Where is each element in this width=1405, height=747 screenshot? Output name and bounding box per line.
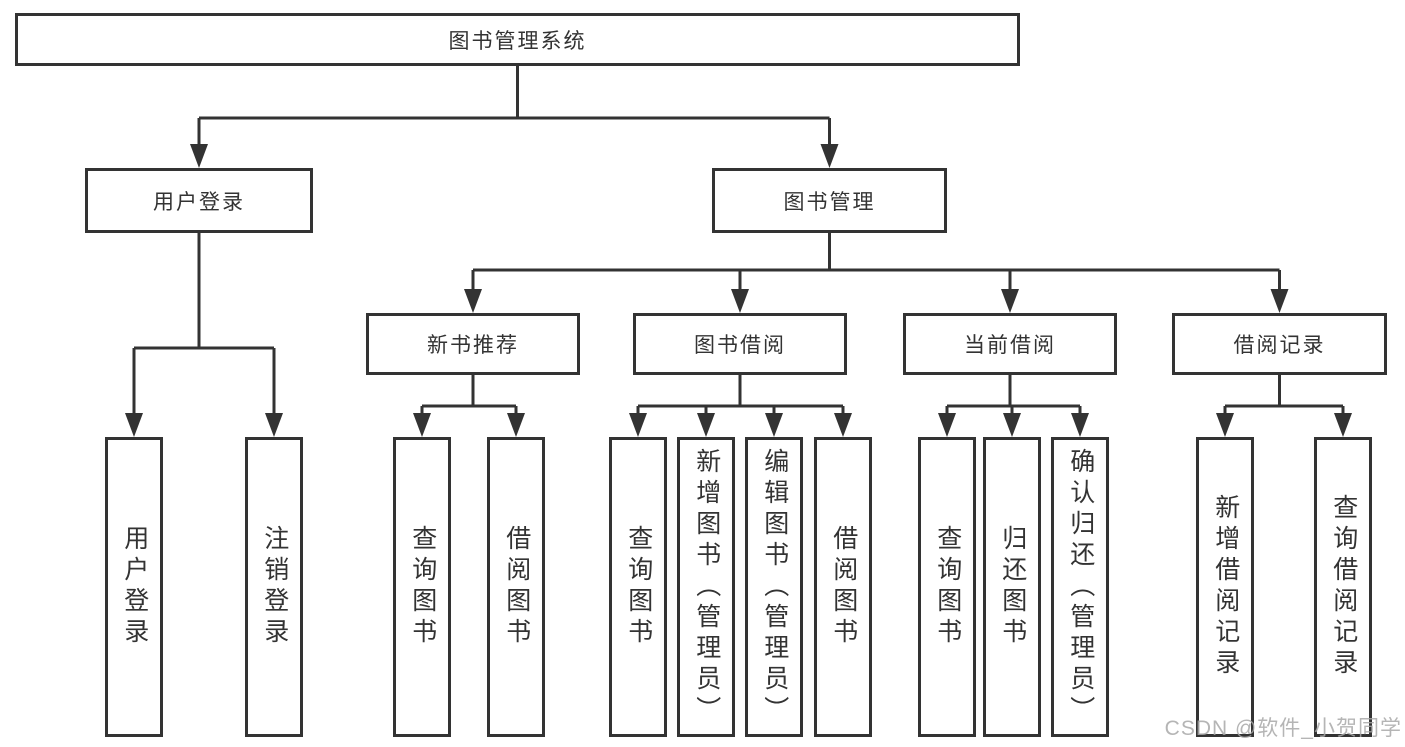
leaf-borrow-edit-books-admin-label: 编辑图书（管理员） [760, 447, 789, 727]
node-new-book-recommend: 新书推荐 [366, 313, 580, 375]
leaf-current-query-books: 查询图书 [918, 437, 976, 737]
leaf-logout: 注销登录 [245, 437, 303, 737]
node-book-borrow: 图书借阅 [633, 313, 847, 375]
leaf-newbook-query-books-label: 查询图书 [408, 525, 437, 649]
leaf-borrow-borrow-books: 借阅图书 [814, 437, 872, 737]
node-borrow-record-label: 借阅记录 [1233, 334, 1326, 357]
leaf-current-query-books-label: 查询图书 [933, 525, 962, 649]
leaf-current-return-books: 归还图书 [983, 437, 1041, 737]
csdn-watermark: CSDN @软件_小贺同学 [1164, 717, 1402, 740]
arrowheads [125, 144, 1352, 437]
leaf-current-return-books-label: 归还图书 [998, 525, 1027, 649]
node-borrow-record: 借阅记录 [1172, 313, 1387, 375]
leaf-newbook-query-books: 查询图书 [393, 437, 451, 737]
node-book-management-label: 图书管理 [783, 190, 876, 214]
leaf-newbook-borrow-books: 借阅图书 [487, 437, 545, 737]
leaf-borrow-edit-books-admin: 编辑图书（管理员） [745, 437, 803, 737]
leaf-record-query-borrow-record-label: 查询借阅记录 [1329, 494, 1358, 680]
leaf-borrow-add-books-admin: 新增图书（管理员） [677, 437, 735, 737]
leaf-user-login-label: 用户登录 [120, 525, 149, 649]
node-current-borrow-label: 当前借阅 [964, 334, 1056, 357]
leaf-logout-label: 注销登录 [260, 525, 289, 649]
leaf-newbook-borrow-books-label: 借阅图书 [502, 525, 531, 649]
leaf-borrow-add-books-admin-label: 新增图书（管理员） [692, 447, 721, 727]
node-user-login-label: 用户登录 [153, 190, 245, 214]
node-book-borrow-label: 图书借阅 [694, 334, 786, 357]
leaf-record-add-borrow-record-label: 新增借阅记录 [1211, 494, 1240, 680]
leaf-borrow-borrow-books-label: 借阅图书 [829, 525, 858, 649]
leaf-borrow-query-books: 查询图书 [609, 437, 667, 737]
node-root-label: 图书管理系统 [448, 29, 587, 53]
leaf-current-confirm-return-admin: 确认归还（管理员） [1051, 437, 1109, 737]
node-new-book-recommend-label: 新书推荐 [427, 334, 519, 357]
leaf-current-confirm-return-admin-label: 确认归还（管理员） [1066, 447, 1095, 727]
node-user-login: 用户登录 [85, 168, 313, 233]
leaf-borrow-query-books-label: 查询图书 [624, 525, 653, 649]
leaf-record-query-borrow-record: 查询借阅记录 [1314, 437, 1372, 737]
leaf-record-add-borrow-record: 新增借阅记录 [1196, 437, 1254, 737]
leaf-user-login: 用户登录 [105, 437, 163, 737]
node-current-borrow: 当前借阅 [903, 313, 1117, 375]
node-book-management: 图书管理 [712, 168, 947, 233]
node-root-system: 图书管理系统 [15, 13, 1020, 66]
